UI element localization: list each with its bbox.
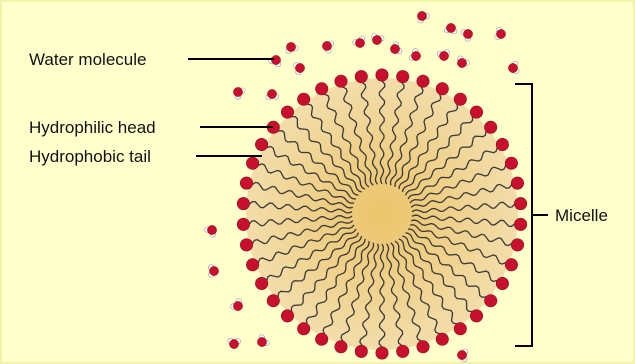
hydrophilic-head [454,93,466,105]
oxygen-atom [233,87,242,96]
hydrophilic-head [246,259,258,271]
water-molecule [372,34,384,45]
hydrophilic-head [281,106,293,118]
hydrophilic-head [281,310,293,322]
hydrophilic-head [454,323,466,335]
hydrophilic-head [514,197,526,209]
oxygen-atom [417,11,426,20]
oxygen-atom [457,350,466,359]
hydrophilic-head [240,239,252,251]
hydrophilic-head [470,106,482,118]
hydrophilic-head [255,138,267,150]
water-molecule [269,55,281,66]
hydrophilic-head [397,70,409,82]
hydrophilic-head [496,277,508,289]
hydrophilic-head [237,197,249,209]
hydrophilic-head [436,83,448,95]
hydrophilic-head [267,295,279,307]
water-molecule [457,56,469,68]
oxygen-atom [463,29,472,38]
hydrophilic-head [470,310,482,322]
water-molecule [208,265,218,278]
oxygen-atom [295,63,304,72]
water-molecule [257,335,269,347]
hydrophilic-head [335,341,347,353]
water-molecule [266,89,279,99]
oxygen-atom [209,266,218,275]
oxygen-atom [322,41,331,50]
oxygen-atom [439,51,448,60]
hydrophilic-head [376,347,388,359]
oxygen-atom [390,44,399,53]
water-molecule [409,49,421,61]
hydrophilic-head [505,259,517,271]
hydrophilic-head [335,75,347,87]
hydrophilic-head [355,70,367,82]
hydrophilic-head [417,75,429,87]
oxygen-atom [286,42,295,51]
oxygen-atom [233,301,242,310]
water-molecule [228,338,241,348]
hydrophilic-head [376,69,388,81]
water-molecule [508,61,519,74]
hydrophilic-head [240,177,252,189]
hydrophilic-head [496,138,508,150]
oxygen-atom [372,35,381,44]
hydrophilic-head [298,323,310,335]
hydrophilic-head [485,121,497,133]
oxygen-atom [207,225,216,234]
hydrophilic-head-label: Hydrophilic head [29,119,156,136]
water-molecule [390,42,401,54]
water-molecule [495,27,506,39]
hydrophobic-tail-label: Hydrophobic tail [29,148,151,165]
hydrophilic-head [237,218,249,230]
water-molecule-label: Water molecule [29,51,146,68]
hydrophilic-head [397,345,409,357]
water-molecule [233,87,245,99]
oxygen-atom [411,51,420,60]
hydrophilic-head [514,218,526,230]
water-molecule [205,225,217,237]
hydrophilic-head [417,341,429,353]
hydrophilic-head [505,157,517,169]
oxygen-atom [355,38,364,47]
oxygen-atom [508,63,517,72]
oxygen-atom [446,23,455,32]
water-molecule [437,50,450,61]
water-molecule [461,29,473,41]
hydrophilic-head [511,177,523,189]
oxygen-atom [457,58,466,67]
hydrophilic-head [511,239,523,251]
water-molecule [444,23,457,34]
oxygen-atom [496,29,505,38]
water-molecule [457,349,468,362]
water-molecule [417,11,429,23]
hydrophilic-head [316,83,328,95]
oxygen-atom [229,339,238,348]
water-molecule [294,63,305,75]
water-molecule [322,41,333,53]
hydrophilic-head [255,277,267,289]
micelle-core [246,78,518,350]
oxygen-atom [257,337,266,346]
hydrophilic-head [246,157,258,169]
hydrophilic-head [355,345,367,357]
hydrophilic-head [436,333,448,345]
water-molecule [286,42,298,53]
micelle-label: Micelle [555,207,608,224]
water-molecule [231,299,243,311]
oxygen-atom [267,89,276,98]
hydrophilic-head [316,333,328,345]
hydrophilic-head [298,93,310,105]
water-molecule [353,36,365,48]
hydrophilic-head [485,295,497,307]
